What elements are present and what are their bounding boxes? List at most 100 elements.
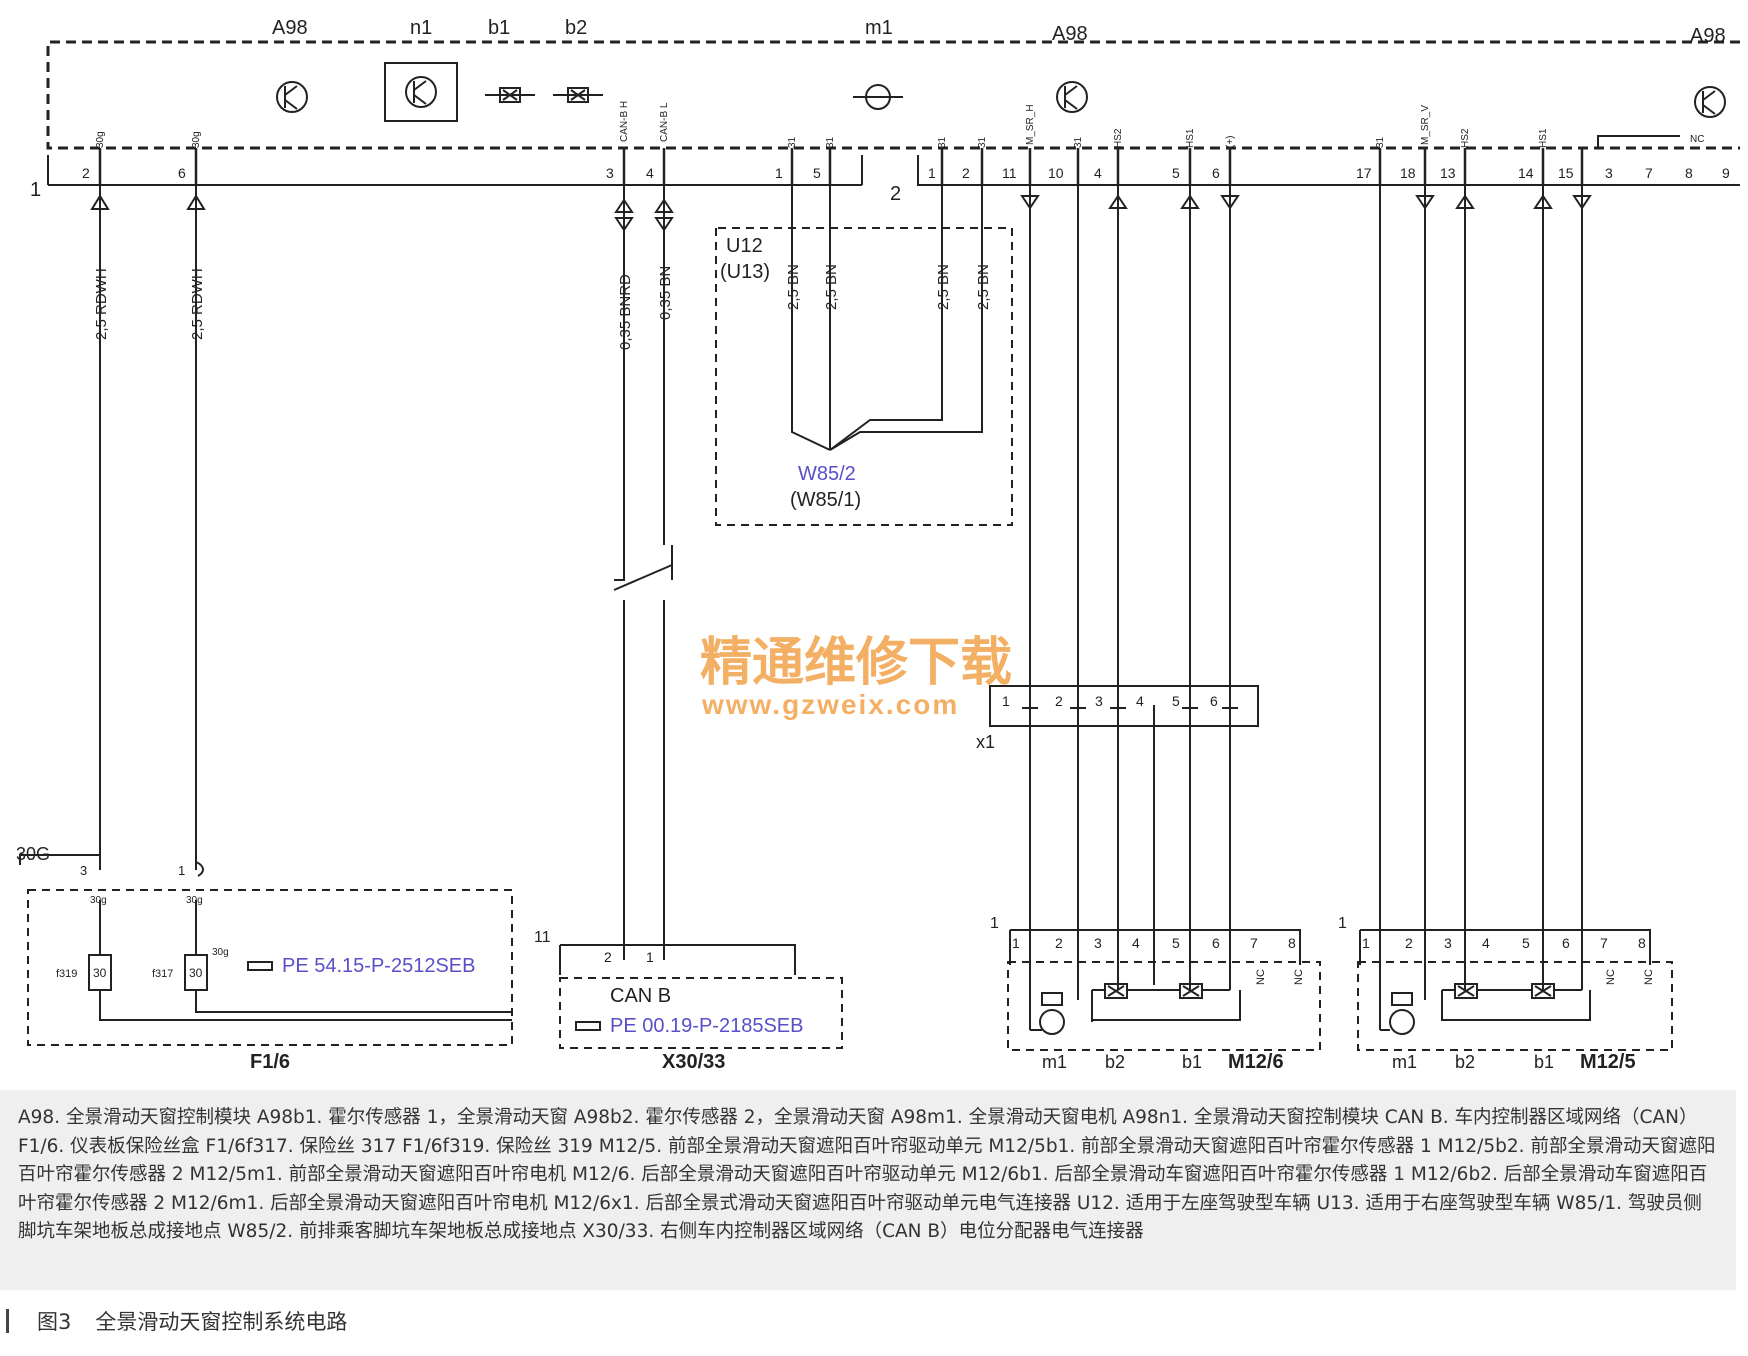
m126-pin-line xyxy=(1009,929,1301,965)
module-label-a98-left: A98 xyxy=(272,17,308,39)
wire-label-rdwh-1: 2,5 RDWH xyxy=(93,268,110,340)
pin-label: 8 xyxy=(1685,165,1693,181)
m126-nc: NC xyxy=(1293,969,1305,985)
m125-internal-wiring xyxy=(1380,989,1591,1031)
m126-label-b1: b1 xyxy=(1182,1052,1202,1072)
connector-label-2: 2 xyxy=(890,183,901,205)
m126-pin: 6 xyxy=(1212,935,1220,951)
wire-label-rdwh-2: 2,5 RDWH xyxy=(189,268,206,340)
m125-enclosure xyxy=(1357,961,1673,1051)
pin-label: 14 xyxy=(1518,165,1534,181)
can-b-ref-link[interactable]: PE 00.19-P-2185SEB xyxy=(610,1015,803,1037)
m126-pin: 8 xyxy=(1288,935,1296,951)
module-label-a98-right: A98 xyxy=(1690,25,1726,47)
pin-tag: CAN-B H xyxy=(619,101,630,142)
module-label-b1: b1 xyxy=(488,17,510,39)
hall-sensor-b2-icon xyxy=(553,87,603,103)
pin-tag: HS2 xyxy=(1113,128,1124,148)
fuse-f319-icon xyxy=(88,900,512,1021)
m126-internal-wiring xyxy=(1030,989,1241,1031)
module-a98-enclosure xyxy=(46,40,1740,150)
pin-label: 1 xyxy=(775,165,783,181)
x1-pin: 3 xyxy=(1095,693,1103,709)
ground-box xyxy=(715,227,1013,526)
wire-bn-4 xyxy=(829,185,983,451)
can-pin: 2 xyxy=(604,949,612,965)
pin-label: 11 xyxy=(1002,165,1017,181)
fusebox-30g-label: 30G xyxy=(16,844,50,864)
m126-pin: 1 xyxy=(1012,935,1020,951)
m125-name: M12/5 xyxy=(1580,1051,1636,1073)
fusebox-name: F1/6 xyxy=(250,1051,290,1073)
connector-label-1: 1 xyxy=(30,179,41,201)
fuse-value-f319: 30 xyxy=(93,966,107,980)
pin-label: 18 xyxy=(1400,165,1416,181)
x1-label: x1 xyxy=(976,732,995,752)
wire-bn-3 xyxy=(829,185,943,451)
pin-tag: (+) xyxy=(1225,136,1236,149)
ref-hand-icon-2 xyxy=(575,1021,601,1031)
fusebox-pin: 3 xyxy=(80,863,87,878)
ground-point-w85-1: (W85/1) xyxy=(790,489,861,511)
m125-pin-line xyxy=(1359,929,1651,965)
wire-label-can-l: 0,35 BN xyxy=(657,266,674,320)
pin-label: 3 xyxy=(606,165,614,181)
pin-label: 7 xyxy=(1645,165,1653,181)
m126-pin: 4 xyxy=(1132,935,1140,951)
pin-label: 4 xyxy=(1094,165,1102,181)
fuse-name-f317: f317 xyxy=(152,968,173,980)
can-break-mark xyxy=(613,564,673,591)
n1-box xyxy=(384,62,458,122)
m126-hall-b2-icon xyxy=(1104,983,1128,999)
figure-title: 全景滑动天窗控制系统电路 xyxy=(95,1310,348,1334)
m125-pin: 5 xyxy=(1522,935,1530,951)
pin-label: 2 xyxy=(962,165,970,181)
motor-m1-icon xyxy=(853,84,903,110)
fuse-arrow-2 xyxy=(186,194,206,210)
wire-can-h xyxy=(614,185,673,960)
m125-pin: 1 xyxy=(1362,935,1370,951)
pin-label: 5 xyxy=(813,165,821,181)
fuse-f317-icon xyxy=(184,900,512,1013)
x1-pin: 1 xyxy=(1002,693,1010,709)
legend-box: A98. 全景滑动天窗控制模块 A98b1. 霍尔传感器 1，全景滑动天窗 A9… xyxy=(0,1090,1736,1290)
m126-group: 1 xyxy=(990,915,999,932)
fusebox-enclosure xyxy=(27,889,513,1046)
m125-nc: NC xyxy=(1643,969,1655,985)
fusebox-ref-link[interactable]: PE 54.15-P-2512SEB xyxy=(282,955,475,977)
m126-enclosure xyxy=(1007,961,1321,1051)
m125-motor-icon xyxy=(1389,992,1415,1035)
caption-bar xyxy=(6,1309,9,1333)
m126-name: M12/6 xyxy=(1228,1051,1284,1073)
ground-label-u12: U12 xyxy=(726,235,763,257)
watermark-title: 精通维修下载 xyxy=(700,634,1012,692)
module-label-a98-mid: A98 xyxy=(1052,23,1088,45)
pin-tag: 31 xyxy=(787,136,798,148)
m125-group: 1 xyxy=(1338,915,1347,932)
m125-nc: NC xyxy=(1605,969,1617,985)
module-label-b2: b2 xyxy=(565,17,587,39)
transistor-right-icon xyxy=(1694,86,1726,118)
pin-tag: 31 xyxy=(1073,136,1084,148)
m126-label-m1: m1 xyxy=(1042,1052,1067,1072)
hall-sensor-b1-icon xyxy=(485,87,535,103)
pin-label: 15 xyxy=(1558,165,1574,181)
pin-tag: 30g xyxy=(95,131,106,148)
pin-tag: 30g xyxy=(191,131,202,148)
m125-label-b2: b2 xyxy=(1455,1052,1475,1072)
transistor-icon xyxy=(276,81,308,113)
wiring-diagram: A98 n1 b1 b2 m1 A98 A98 1 2 2 6 3 4 1 5 … xyxy=(16,17,1740,1073)
fusebox-side-tag: 30g xyxy=(212,947,229,958)
fusebox-tag: 30g xyxy=(90,895,107,906)
pin-label: 5 xyxy=(1172,165,1180,181)
x1-pin: 6 xyxy=(1210,693,1218,709)
ground-label-u13: (U13) xyxy=(720,261,770,283)
m126-label-b2: b2 xyxy=(1105,1052,1125,1072)
m126-pin: 5 xyxy=(1172,935,1180,951)
module-pin-stubs xyxy=(98,148,1584,185)
m125-pin: 7 xyxy=(1600,935,1608,951)
pin-label: 1 xyxy=(928,165,936,181)
m126-pin: 7 xyxy=(1250,935,1258,951)
m126-pin: 3 xyxy=(1094,935,1102,951)
m126-nc: NC xyxy=(1255,969,1267,985)
